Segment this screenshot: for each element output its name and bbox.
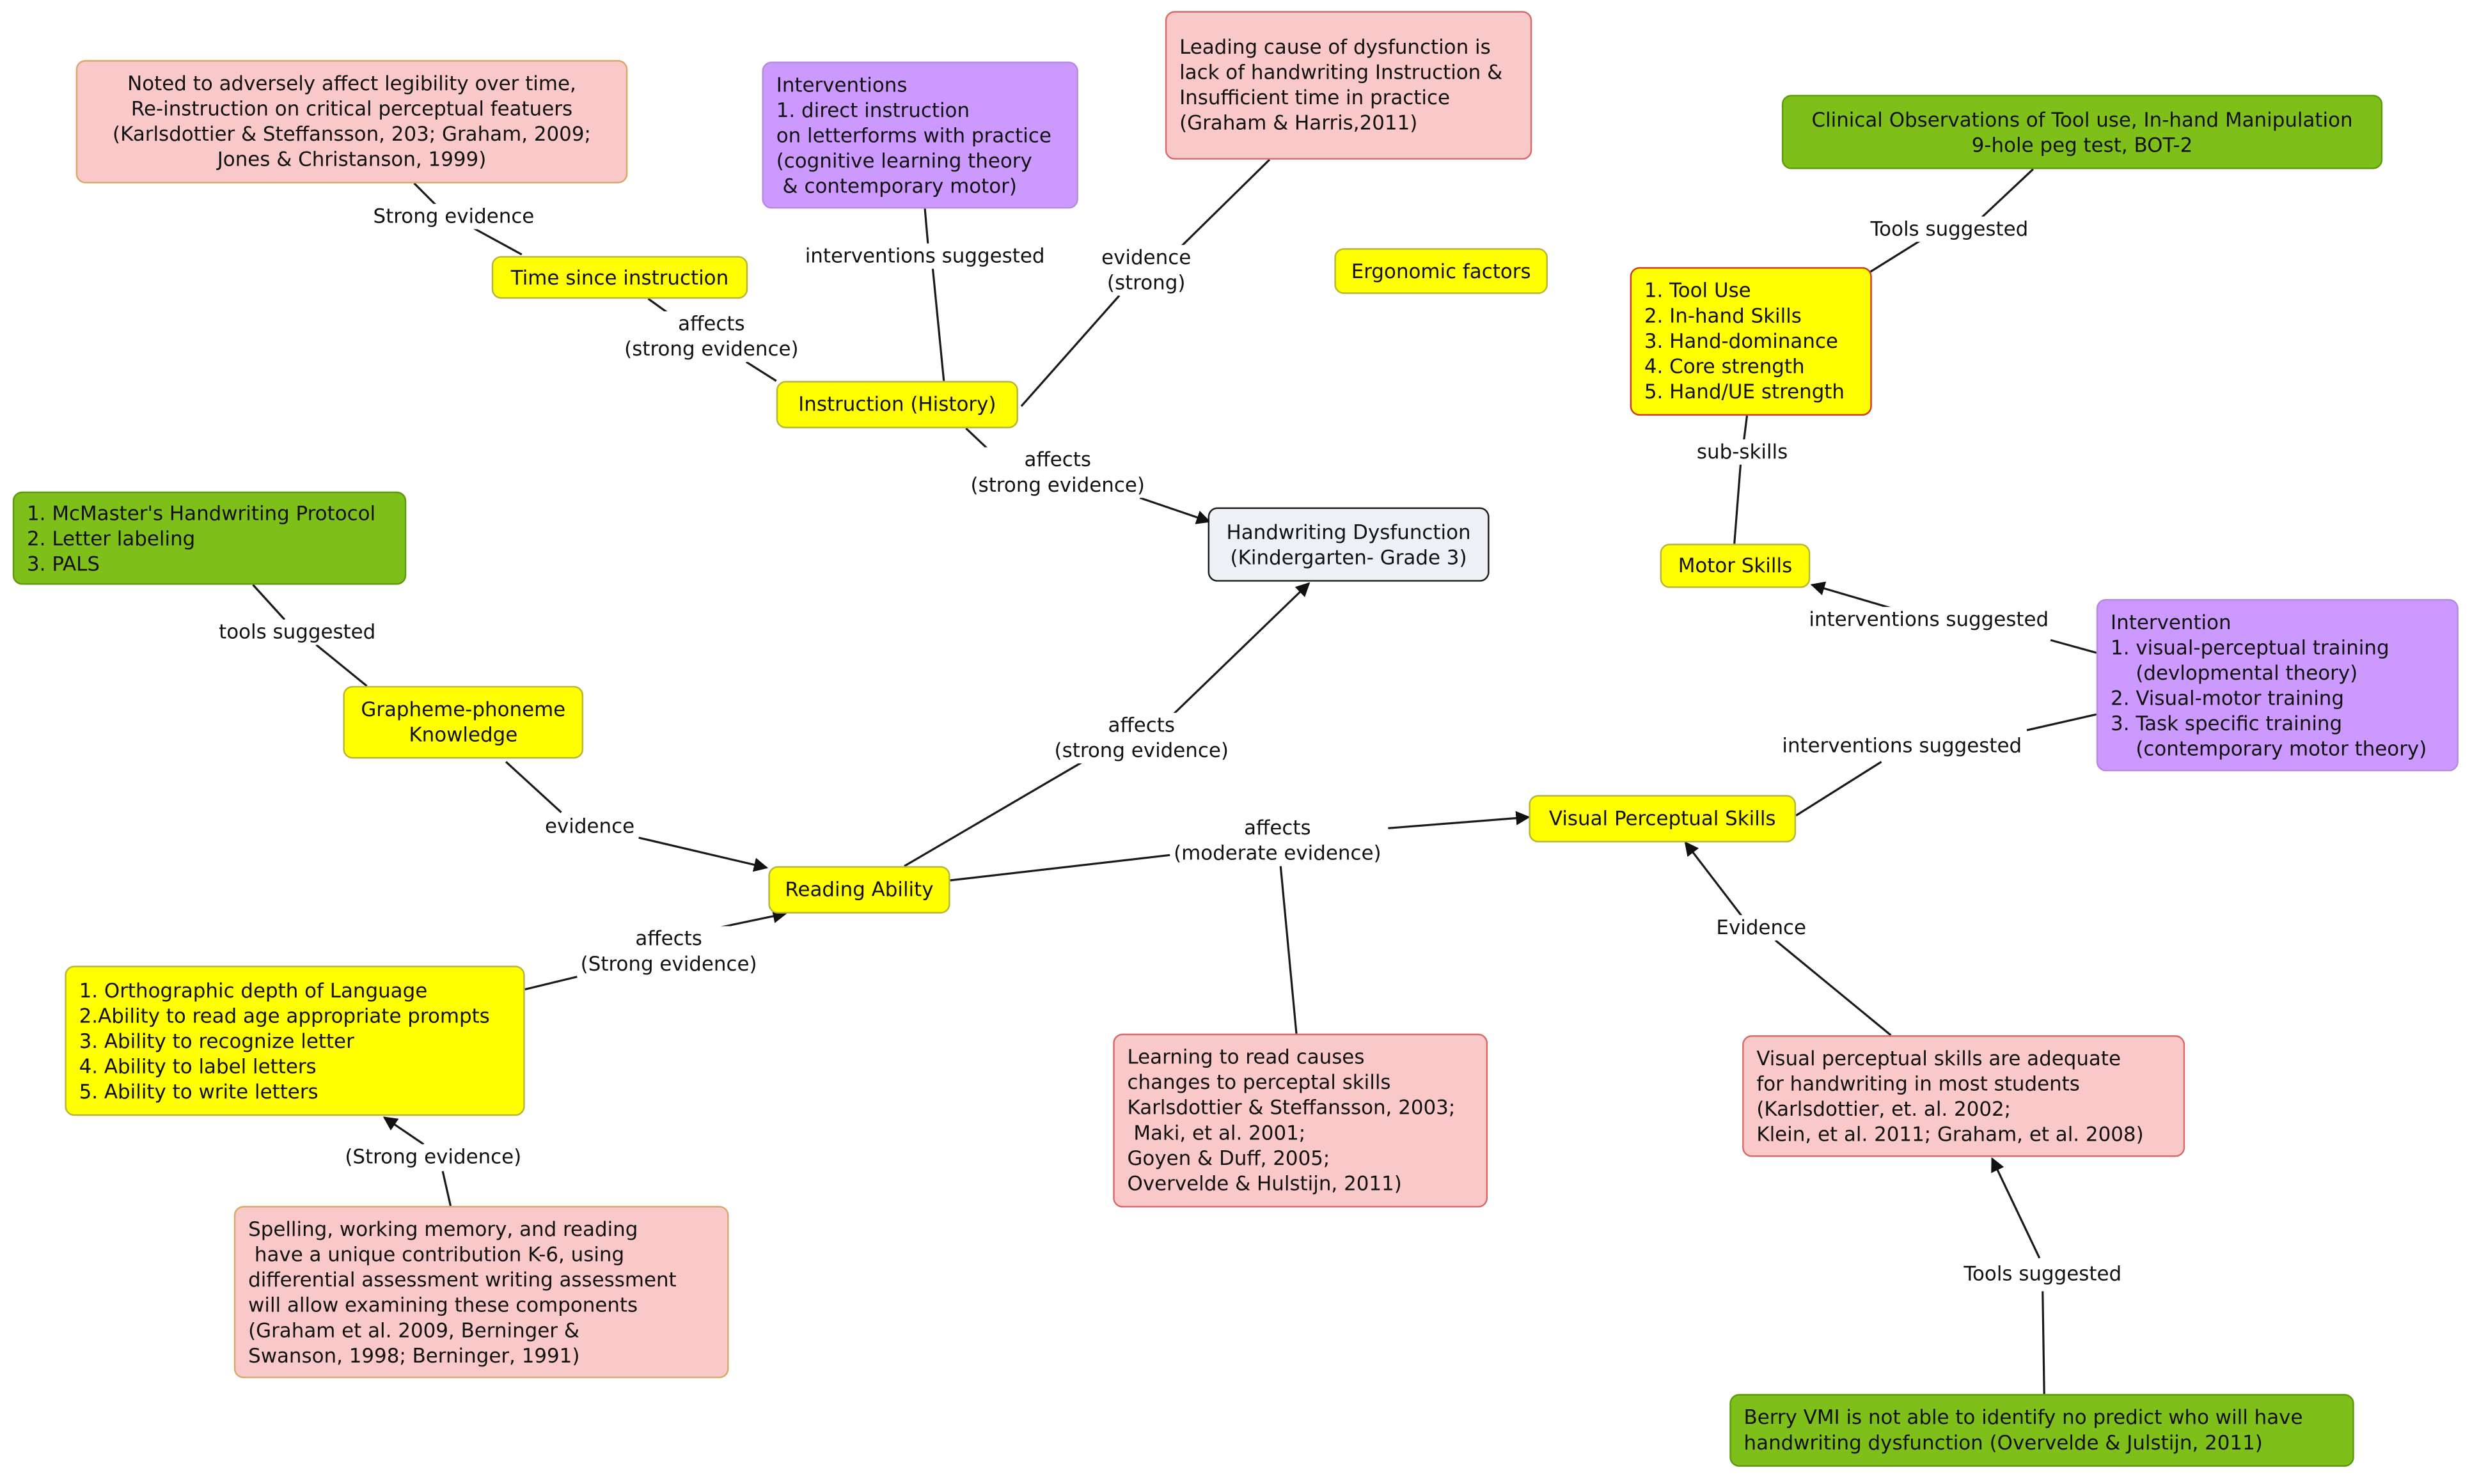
edge-label-strong-evidence-paren: (Strong evidence)	[342, 1144, 525, 1170]
edge-label-to-handwriting-2	[1169, 582, 1310, 719]
edge-visual-int-to-label-2	[2026, 713, 2097, 731]
edge-label-interventions-suggested-visual: interventions suggested	[1779, 733, 2026, 759]
edge-label-interventions-suggested-top: interventions suggested	[801, 243, 1048, 269]
edge-label-sub-skills: sub-skills	[1693, 439, 1791, 465]
edge-label-to-visual-2	[1388, 811, 1531, 829]
edge-reading-to-label	[904, 756, 1092, 868]
node-spelling-memory[interactable]: Spelling, working memory, and reading ha…	[233, 1206, 729, 1379]
edge-legibility-to-label	[413, 182, 439, 208]
edge-label-evidence-grapheme: evidence	[542, 814, 638, 840]
edge-label-to-adequate	[1991, 1157, 2041, 1259]
node-handwriting-dysfunction[interactable]: Handwriting Dysfunction (Kindergarten- G…	[1208, 507, 1490, 582]
edge-clinical-to-label	[1980, 168, 2034, 219]
edge-adequate-to-label	[1774, 939, 1892, 1036]
edge-label-to-handwriting	[1139, 497, 1211, 524]
edge-label-to-instruction-2	[1020, 295, 1121, 407]
node-grapheme-phoneme[interactable]: Grapheme-phoneme Knowledge	[343, 685, 584, 759]
node-interventions-instruction[interactable]: Interventions 1. direct instruction on l…	[762, 61, 1078, 209]
node-leading-cause[interactable]: Leading cause of dysfunction is lack of …	[1165, 11, 1532, 160]
edge-label-to-reading	[638, 836, 769, 872]
edge-label-to-time	[469, 225, 523, 256]
edge-ortho-to-label	[524, 976, 578, 990]
node-learning-to-read[interactable]: Learning to read causes changes to perce…	[1113, 1033, 1488, 1208]
edge-leading-to-label	[1177, 159, 1271, 251]
edge-label-to-visual-3	[1684, 841, 1743, 918]
edge-label-affects-orthographic: affects (Strong evidence)	[577, 926, 760, 977]
node-visual-perceptual-skills[interactable]: Visual Perceptual Skills	[1529, 795, 1797, 843]
node-visual-interventions[interactable]: Intervention 1. visual-perceptual traini…	[2096, 598, 2459, 772]
edge-label-tools-suggested-bottom: Tools suggested	[1960, 1261, 2125, 1287]
edge-label-to-subskills	[1869, 239, 1922, 273]
edge-label-tools-suggested-left: tools suggested	[216, 620, 379, 645]
edge-label-to-motor-2	[1810, 581, 1893, 610]
edge-learning-to-label	[1279, 866, 1298, 1034]
node-motor-skills[interactable]: Motor Skills	[1660, 543, 1811, 588]
node-visual-adequate[interactable]: Visual perceptual skills are adequate fo…	[1742, 1035, 2185, 1157]
node-ergonomic-factors[interactable]: Ergonomic factors	[1334, 248, 1548, 294]
edge-label-affects-moderate: affects (moderate evidence)	[1170, 815, 1385, 866]
edge-label-tools-suggested-top: Tools suggested	[1867, 216, 2032, 242]
node-reading-ability[interactable]: Reading Ability	[768, 866, 950, 914]
edge-label-evidence-visual: Evidence	[1713, 915, 1809, 941]
edge-label-evidence-strong: evidence (strong)	[1098, 245, 1195, 296]
edge-berry-to-label	[2042, 1291, 2045, 1394]
edge-interventions-to-label	[924, 208, 929, 246]
node-legibility-note[interactable]: Noted to adversely affect legibility ove…	[75, 59, 628, 184]
edge-grapheme-to-label	[505, 761, 562, 813]
node-time-since-instruction[interactable]: Time since instruction	[491, 256, 748, 299]
edge-label-to-motor	[1733, 463, 1742, 544]
node-motor-subskills[interactable]: 1. Tool Use 2. In-hand Skills 3. Hand-do…	[1630, 267, 1872, 416]
edge-label-to-instruction-3	[745, 361, 777, 382]
edge-spelling-to-label	[441, 1171, 452, 1207]
edge-visual-int-to-label	[2050, 639, 2097, 654]
node-reading-tools[interactable]: 1. McMaster's Handwriting Protocol 2. Le…	[12, 491, 407, 585]
edge-label-interventions-suggested-motor: interventions suggested	[1806, 607, 2052, 632]
edge-subskills-to-label	[1742, 415, 1749, 441]
edge-reading-to-label-mod	[950, 854, 1170, 882]
edge-label-affects-time: affects (strong evidence)	[621, 311, 802, 363]
edge-label-to-instruction	[931, 269, 945, 381]
edge-label-affects-instruction: affects (strong evidence)	[967, 447, 1148, 498]
node-berry-vmi[interactable]: Berry VMI is not able to identify no pre…	[1729, 1394, 2354, 1467]
edge-label-affects-reading: affects (strong evidence)	[1051, 712, 1232, 763]
edge-label-to-grapheme	[315, 644, 368, 687]
node-orthographic-list[interactable]: 1. Orthographic depth of Language 2.Abil…	[65, 965, 525, 1116]
edge-label-to-visual	[1795, 761, 1882, 816]
edge-tools-to-label	[252, 584, 286, 621]
node-instruction-history[interactable]: Instruction (History)	[776, 380, 1018, 428]
node-clinical-observations[interactable]: Clinical Observations of Tool use, In-ha…	[1781, 95, 2383, 169]
edge-label-to-ortho	[382, 1116, 425, 1146]
edge-label-strong-evidence: Strong evidence	[370, 203, 538, 230]
